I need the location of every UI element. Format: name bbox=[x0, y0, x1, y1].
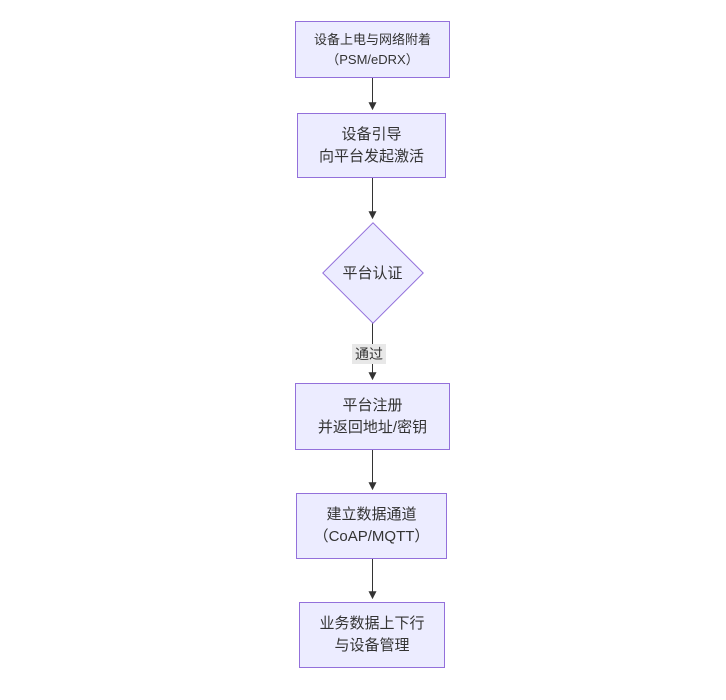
node-device-bootstrap: 设备引导 向平台发起激活 bbox=[297, 113, 446, 178]
node-business-data: 业务数据上下行 与设备管理 bbox=[299, 602, 445, 668]
node-text-line: 设备引导 bbox=[341, 125, 402, 143]
node-text-line: 业务数据上下行 bbox=[319, 615, 425, 632]
edge-label-pass: 通过 bbox=[352, 344, 386, 364]
node-text-line: 建立数据通道 bbox=[326, 506, 417, 523]
node-text-line: 平台注册 bbox=[342, 396, 403, 414]
node-text-line: 设备上电与网络附着 bbox=[313, 31, 431, 47]
node-data-channel: 建立数据通道 （CoAP/MQTT） bbox=[296, 493, 447, 559]
node-text-line: 向平台发起激活 bbox=[318, 147, 424, 165]
decision-label: 平台认证 bbox=[342, 265, 403, 282]
node-text-line: 与设备管理 bbox=[334, 637, 410, 654]
node-text-line: （PSM/eDRX） bbox=[326, 51, 419, 67]
node-text-line: （CoAP/MQTT） bbox=[313, 528, 430, 545]
decision-platform-auth: 平台认证 bbox=[322, 222, 424, 324]
node-power-network-attach: 设备上电与网络附着 （PSM/eDRX） bbox=[295, 21, 450, 78]
node-platform-register: 平台注册 并返回地址/密钥 bbox=[295, 383, 450, 450]
node-text-line: 并返回地址/密钥 bbox=[317, 418, 428, 436]
